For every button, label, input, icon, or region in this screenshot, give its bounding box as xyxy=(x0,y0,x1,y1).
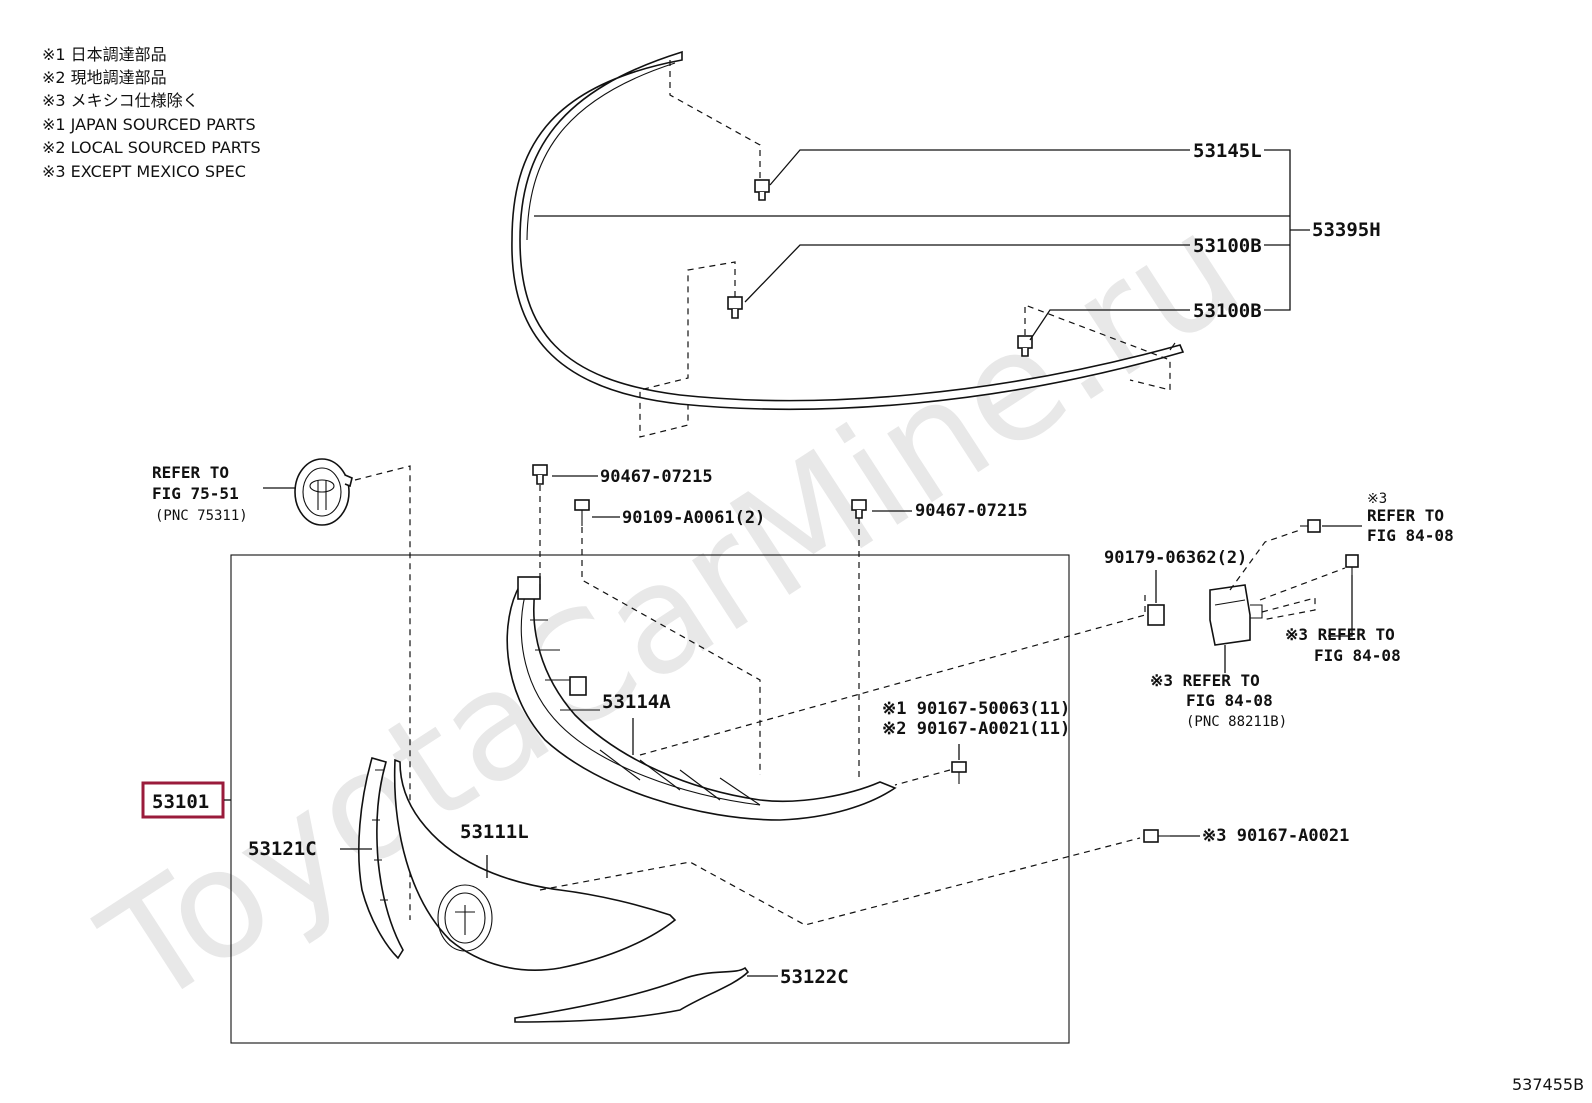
label-90109: 90109-A0061(2) xyxy=(622,508,765,528)
screw-90167-a0021 xyxy=(1143,829,1170,843)
bolt-90109 xyxy=(574,499,590,526)
note-4: ※1 JAPAN SOURCED PARTS xyxy=(42,115,256,134)
label-53114A: 53114A xyxy=(602,691,671,713)
notes-block: ※1 日本調達部品 ※2 現地調達部品 ※3 メキシコ仕様除く ※1 JAPAN… xyxy=(42,45,261,181)
label-53145L: 53145L xyxy=(1193,140,1262,162)
label-90467-right: 90467-07215 xyxy=(915,501,1028,521)
clip-53100B-right xyxy=(1017,335,1033,357)
emblem xyxy=(294,458,353,526)
ref-emblem-3: (PNC 75311) xyxy=(155,508,248,524)
ref-sensor-bottom-1: ※3 REFER TO xyxy=(1150,671,1260,690)
note-6: ※3 EXCEPT MEXICO SPEC xyxy=(42,162,246,181)
figure-id: 537455B xyxy=(1512,1075,1584,1094)
ref-sensor-top-2: REFER TO xyxy=(1367,506,1444,525)
label-90167-jp: ※1 90167-50063(11) xyxy=(882,699,1070,719)
label-53100B-upper: 53100B xyxy=(1193,235,1262,257)
bolt-sensor-right xyxy=(1345,554,1359,575)
radar-sensor xyxy=(1209,584,1263,646)
grille-53111L xyxy=(393,758,677,971)
note-3: ※3 メキシコ仕様除く xyxy=(42,91,199,110)
highlight-box-53101 xyxy=(141,781,225,819)
ref-emblem-2: FIG 75-51 xyxy=(152,484,239,503)
garnish-53121C xyxy=(358,757,404,960)
label-90167-a0021: ※3 90167-A0021 xyxy=(1202,826,1349,846)
ref-sensor-top-1: ※3 xyxy=(1367,491,1387,507)
label-90179: 90179-06362(2) xyxy=(1104,548,1247,568)
clip-53100B-left xyxy=(727,296,743,319)
ref-emblem-1: REFER TO xyxy=(152,463,229,482)
nut-90179 xyxy=(1147,604,1165,626)
ref-sensor-bottom-2: FIG 84-08 xyxy=(1186,691,1273,710)
label-53101: 53101 xyxy=(152,791,209,813)
label-53122C: 53122C xyxy=(780,966,849,988)
note-1: ※1 日本調達部品 xyxy=(42,45,167,64)
note-2: ※2 現地調達部品 xyxy=(42,68,167,87)
garnish-53122C xyxy=(514,966,750,1023)
bolt-sensor-top xyxy=(1300,519,1321,533)
label-53395H: 53395H xyxy=(1312,219,1381,241)
ref-sensor-top-3: FIG 84-08 xyxy=(1367,526,1454,545)
screw-90167 xyxy=(951,761,967,784)
label-90167-local: ※2 90167-A0021(11) xyxy=(882,719,1070,739)
ref-sensor-right-2: FIG 84-08 xyxy=(1314,646,1401,665)
clip-90467-left xyxy=(532,464,548,485)
assembly-box xyxy=(230,554,1070,1044)
upper-moulding xyxy=(511,50,1185,411)
clip-53145L xyxy=(754,179,770,201)
note-5: ※2 LOCAL SOURCED PARTS xyxy=(42,138,261,157)
label-53111L: 53111L xyxy=(460,821,529,843)
label-53100B-lower: 53100B xyxy=(1193,300,1262,322)
ref-sensor-right-1: ※3 REFER TO xyxy=(1285,625,1395,644)
label-90467-left: 90467-07215 xyxy=(600,467,713,487)
ref-sensor-bottom-3: (PNC 88211B) xyxy=(1186,714,1287,730)
label-53121C: 53121C xyxy=(248,838,317,860)
